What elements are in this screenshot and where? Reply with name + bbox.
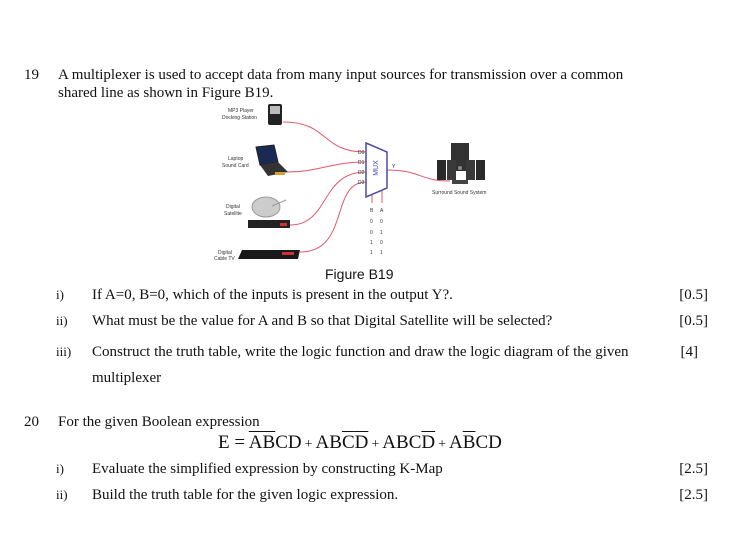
expr-literal: D — [354, 432, 369, 453]
q19-part-iii-marks: [4] — [680, 344, 699, 360]
input-d1: D1 — [358, 160, 365, 166]
wire-d2 — [289, 171, 367, 226]
expr-literal: A — [449, 432, 463, 453]
device-label-cabletv: Cable TV — [214, 256, 235, 262]
expr-term-2: ABCD — [316, 432, 369, 453]
cable-tv-box-icon — [238, 250, 300, 259]
output-y: Y — [392, 164, 396, 170]
q19-part-ii-label: ii) — [56, 313, 68, 328]
expr-literal: C — [275, 432, 288, 453]
satellite-dish-icon — [248, 196, 290, 228]
q20-part-i-label: i) — [56, 461, 64, 476]
expr-literal: A — [248, 432, 263, 453]
device-label-mp3: MP3 Player — [228, 108, 254, 114]
expr-term-4: ABCD — [449, 432, 502, 453]
q20-part-ii-text: Build the truth table for the given logi… — [92, 487, 399, 503]
expr-literal: D — [287, 432, 302, 453]
q19-part-ii-marks: [0.5] — [679, 313, 708, 329]
device-label-soundcard: Sound Card — [222, 163, 249, 169]
expr-literal: C — [408, 432, 422, 453]
q19-part-iii-text: Construct the truth table, write the log… — [92, 344, 629, 360]
question-19-text-line1: A multiplexer is used to accept data fro… — [58, 67, 624, 83]
q20-part-ii-marks: [2.5] — [679, 487, 708, 503]
select-header-b: B — [370, 208, 374, 214]
device-label-digital-1: Digital — [226, 204, 240, 210]
wire-d1 — [286, 161, 367, 173]
expr-literal: B — [329, 432, 342, 453]
q19-part-i-text: If A=0, B=0, which of the inputs is pres… — [92, 287, 453, 303]
wire-d3 — [299, 181, 367, 253]
input-d0: D0 — [358, 150, 365, 156]
expr-equals: = — [234, 432, 246, 453]
device-label-laptop: Laptop — [228, 156, 244, 162]
select-row3-b: 1 — [370, 240, 373, 246]
mux-block — [365, 141, 388, 199]
expr-lhs: E — [218, 432, 230, 453]
select-row2-b: 0 — [370, 230, 373, 236]
q19-part-i-marks: [0.5] — [679, 287, 708, 303]
output-device-label: Surround Sound System — [432, 190, 486, 196]
wire-y — [386, 169, 451, 182]
select-row2-a: 1 — [380, 230, 383, 236]
expr-term-1: ABCD — [249, 432, 302, 453]
select-header-a: A — [380, 208, 384, 214]
expr-literal: D — [421, 432, 436, 453]
q20-part-ii-label: ii) — [56, 487, 68, 502]
select-row4-a: 1 — [380, 250, 383, 256]
expr-literal: A — [315, 432, 330, 453]
q19-part-i-label: i) — [56, 287, 64, 302]
question-20-text: For the given Boolean expression — [58, 414, 260, 430]
wire-d0 — [282, 121, 367, 153]
mp3-player-icon — [268, 104, 282, 125]
expr-literal: B — [462, 432, 476, 453]
boolean-expression: E = ABCD+ABCD+ABCD+ABCD — [218, 432, 502, 454]
expr-literal: C — [475, 432, 489, 453]
q19-part-iii-text-cont: multiplexer — [92, 370, 162, 386]
expr-literal: A — [382, 432, 397, 453]
input-d2: D2 — [358, 170, 365, 176]
q19-part-iii-label: iii) — [56, 344, 72, 359]
q20-part-i-marks: [2.5] — [679, 461, 708, 477]
figure-caption: Figure B19 — [325, 266, 394, 282]
expr-literal: D — [488, 432, 502, 453]
q19-part-ii-text: What must be the value for A and B so th… — [92, 313, 553, 329]
device-label-docking: Docking Station — [222, 115, 257, 121]
surround-speakers-icon — [437, 143, 485, 184]
question-20-number: 20 — [24, 414, 39, 430]
laptop-icon — [255, 144, 288, 176]
expr-term-3: ABCD — [382, 432, 435, 453]
input-d3: D3 — [358, 180, 365, 186]
question-19-number: 19 — [24, 67, 39, 83]
select-row4-b: 1 — [370, 250, 373, 256]
expr-plus: + — [438, 437, 447, 452]
expr-terms: ABCD+ABCD+ABCD+ABCD — [249, 432, 502, 453]
question-19-text-line2: shared line as shown in Figure B19. — [58, 85, 274, 101]
select-row1-b: 0 — [370, 219, 373, 225]
expr-literal: C — [341, 432, 355, 453]
device-label-digital-2: Digital — [218, 250, 232, 256]
q20-part-i-text: Evaluate the simplified expression by co… — [92, 461, 443, 477]
expr-plus: + — [304, 437, 313, 452]
expr-literal: B — [262, 432, 276, 453]
select-row1-a: 0 — [380, 219, 383, 225]
expr-literal: B — [396, 432, 409, 453]
select-row3-a: 0 — [380, 240, 383, 246]
device-label-satellite: Satellite — [224, 211, 242, 217]
mux-label: MUX — [373, 160, 380, 176]
expr-plus: + — [371, 437, 380, 452]
